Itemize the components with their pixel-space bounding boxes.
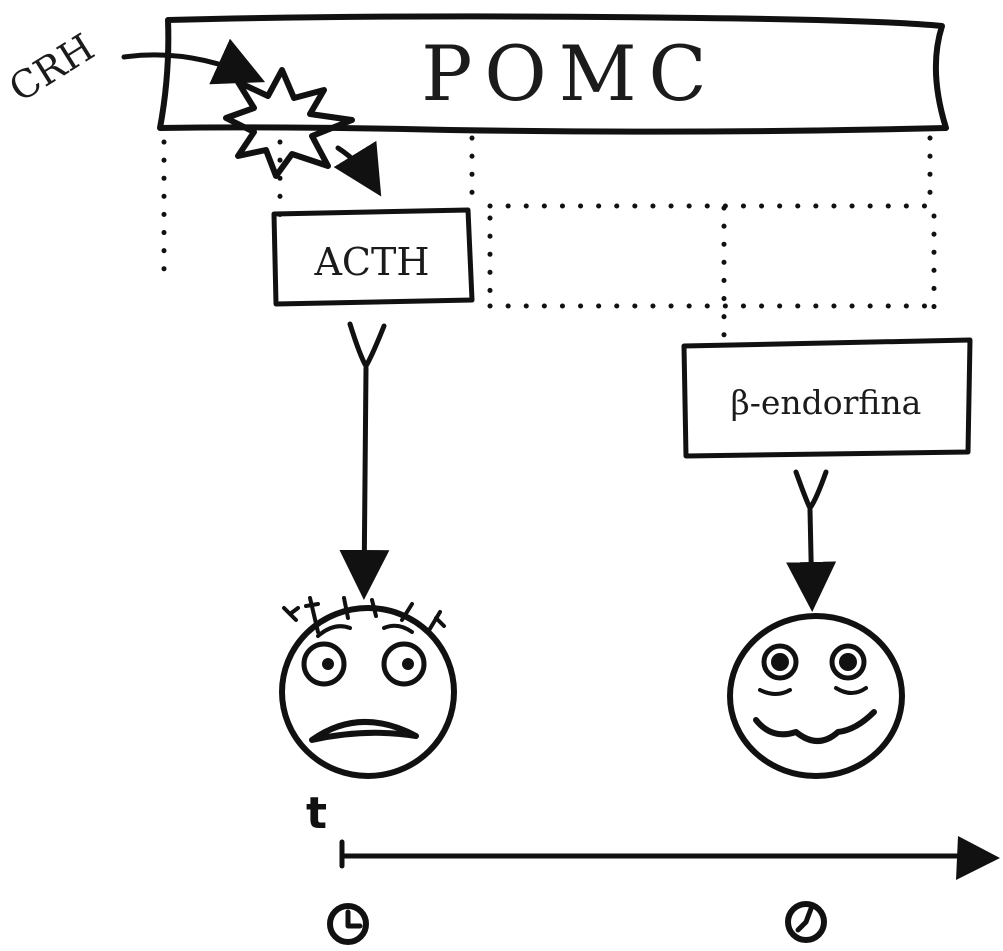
time-axis-arrowhead bbox=[956, 836, 1000, 880]
pomc-box: POMC bbox=[157, 13, 949, 135]
crh-label: CRH bbox=[1, 25, 101, 110]
acth-label: ACTH bbox=[313, 240, 429, 284]
pomc-label: POMC bbox=[421, 29, 718, 118]
clock-early-icon bbox=[327, 903, 369, 945]
crh-arrow bbox=[121, 38, 266, 85]
acth-effect-arrow bbox=[339, 365, 390, 600]
pomc-dotted-guides bbox=[161, 135, 937, 341]
acth-receptor-icon bbox=[347, 321, 387, 369]
beta-endorfina-box: β-endorfina bbox=[681, 337, 973, 459]
acth-box: ACTH bbox=[271, 207, 475, 307]
endorphin-receptor-icon bbox=[793, 469, 829, 511]
frightened-face-icon bbox=[279, 596, 457, 779]
cleavage-explosion-icon bbox=[223, 67, 355, 179]
endorphin-effect-arrow bbox=[786, 507, 837, 612]
cleavage-arrow bbox=[333, 140, 382, 197]
beta-endorfina-label: β-endorfina bbox=[731, 383, 922, 422]
happy-face-icon bbox=[727, 613, 905, 779]
clock-late-icon bbox=[785, 901, 827, 943]
time-axis-label: t bbox=[306, 788, 327, 839]
